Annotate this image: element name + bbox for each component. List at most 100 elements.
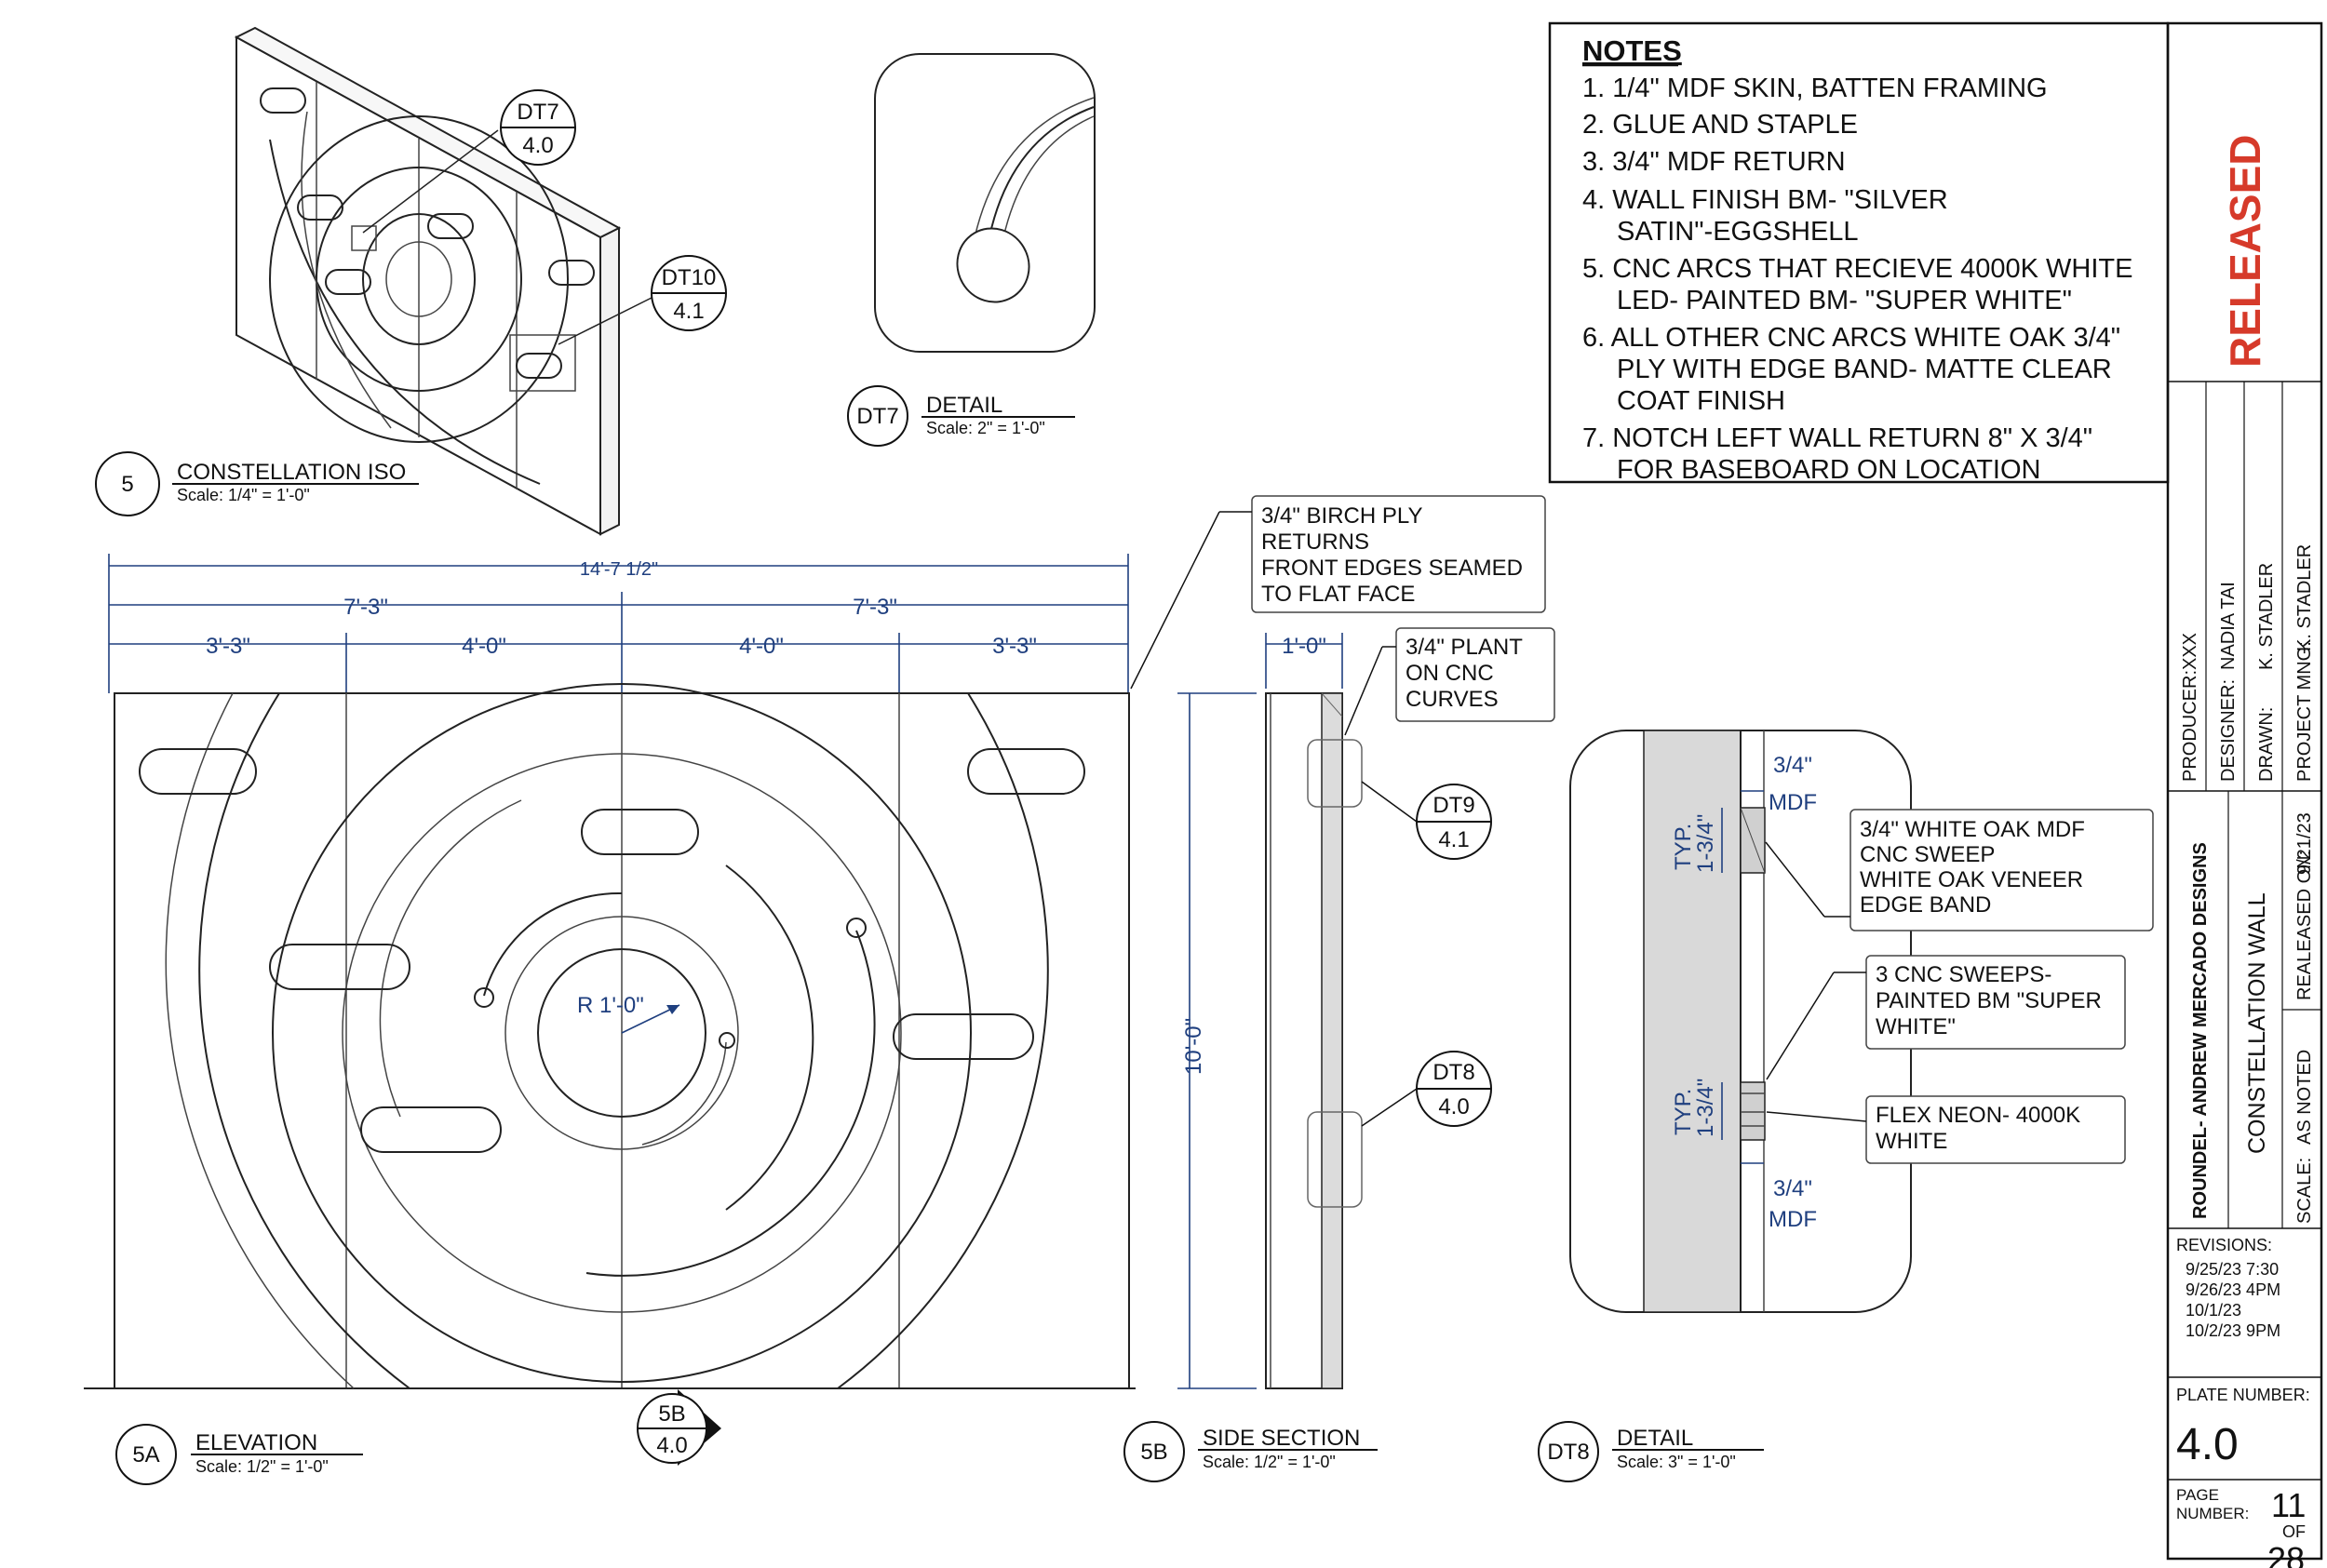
pm-label: PROJECT MNG: [2294, 641, 2315, 782]
plate-label: PLATE NUMBER: [2176, 1386, 2310, 1404]
mdf-bottom-dim: 3/4" [1773, 1176, 1812, 1201]
callout-dt7-top: DT7 [517, 100, 558, 125]
cnc-sweeps-note-line: 3 CNC SWEEPS- [1876, 962, 2051, 987]
iso-title: 5 CONSTELLATION ISO Scale: 1/4" = 1'-0" [95, 451, 419, 516]
callout-dt10-bottom: 4.1 [673, 299, 704, 324]
white-oak-note-line: EDGE BAND [1860, 892, 1991, 918]
birch-ply-note-line: FRONT EDGES SEAMED [1261, 556, 1523, 581]
released-value: 9/21/23 [2294, 812, 2315, 875]
dt8-detail-title: DT8 DETAIL Scale: 3" = 1'-0" [1538, 1421, 1764, 1482]
note-line: 7. NOTCH LEFT WALL RETURN 8" X 3/4" [1582, 423, 2092, 453]
dim-segment: 4'-0" [462, 634, 506, 659]
dim-segment: 3'-3" [206, 634, 250, 659]
note-line: COAT FINISH [1617, 386, 1785, 416]
typ-bottom-dim: 1-3/4" [1693, 1079, 1718, 1137]
project-name: CONSTELLATION WALL [2244, 892, 2270, 1154]
callout-dt7-bottom: 4.0 [522, 133, 553, 158]
producer-label: PRODUCER: [2180, 670, 2200, 782]
note-line: 1. 1/4" MDF SKIN, BATTEN FRAMING [1582, 74, 2048, 103]
dt7-detail-title: DT7 DETAIL Scale: 2" = 1'-0" [847, 385, 1075, 447]
elevation-dimensions: 14'-7 1/2" 7'-3" 7'-3" 3'-3" 4'-0" 4'-0"… [108, 554, 1129, 693]
designer-label: DESIGNER: [2218, 679, 2239, 782]
note-line: 6. ALL OTHER CNC ARCS WHITE OAK 3/4" [1582, 323, 2120, 353]
note-line: PLY WITH EDGE BAND- MATTE CLEAR [1617, 355, 2112, 384]
note-line: SATIN"-EGGSHELL [1617, 217, 1859, 247]
plant-note: 3/4" PLANT ON CNC CURVES [1344, 627, 1555, 736]
cnc-sweeps-note-line: PAINTED BM "SUPER [1876, 988, 2102, 1013]
plant-note-line: 3/4" PLANT [1406, 635, 1523, 660]
white-oak-note-line: 3/4" WHITE OAK MDF [1860, 817, 2085, 842]
section-marker-5b[interactable]: 5B 4.0 [637, 1389, 721, 1466]
dt7-detail-ref: DT7 [856, 404, 898, 429]
birch-ply-note-line: 3/4" BIRCH PLY [1261, 503, 1422, 529]
page-label: PAGE [2176, 1486, 2219, 1504]
side-section-title: 5B SIDE SECTION Scale: 1/2" = 1'-0" [1123, 1421, 1378, 1482]
radius-label: R 1'-0" [577, 993, 644, 1018]
dt7-detail-scale: Scale: 2" = 1'-0" [926, 419, 1045, 437]
note-line: 4. WALL FINISH BM- "SILVER [1582, 185, 1948, 215]
dim-segment: 3'-3" [992, 634, 1037, 659]
revisions-label: REVISIONS: [2176, 1236, 2272, 1254]
iso-title-text: CONSTELLATION ISO [177, 460, 406, 485]
designer-value: NADIA TAI [2218, 582, 2239, 670]
mdf-bottom-material: MDF [1769, 1207, 1817, 1232]
note-line: 2. GLUE AND STAPLE [1582, 110, 1858, 140]
callout-dt8[interactable]: DT8 4.0 [1361, 1051, 1492, 1127]
plate-number: 4.0 [2176, 1420, 2239, 1469]
birch-ply-note-line: RETURNS [1261, 529, 1369, 555]
elevation-title: 5A ELEVATION Scale: 1/2" = 1'-0" [115, 1424, 363, 1485]
dt8-detail-view [1569, 730, 1912, 1313]
plant-note-line: CURVES [1406, 687, 1499, 712]
revision-entry: 10/2/23 9PM [2186, 1321, 2280, 1340]
white-oak-note-line: CNC SWEEP [1860, 842, 1995, 867]
cnc-sweeps-note-line: WHITE" [1876, 1014, 1956, 1039]
notes-panel: NOTES 1. 1/4" MDF SKIN, BATTEN FRAMING 2… [1548, 21, 2170, 485]
dt8-detail-title-text: DETAIL [1617, 1426, 1693, 1451]
typ-top-dim: 1-3/4" [1693, 814, 1718, 873]
white-oak-note-line: WHITE OAK VENEER [1860, 867, 2083, 892]
note-line: LED- PAINTED BM- "SUPER WHITE" [1617, 286, 2072, 315]
dim-segment: 4'-0" [739, 634, 784, 659]
page-of-label: OF [2282, 1522, 2306, 1541]
iso-scale: Scale: 1/4" = 1'-0" [177, 486, 310, 504]
section-marker-top: 5B [658, 1401, 685, 1427]
revision-entry: 9/25/23 7:30 [2186, 1260, 2279, 1279]
mdf-top-dim: 3/4" [1773, 753, 1812, 778]
callout-dt7[interactable]: DT7 4.0 [500, 89, 576, 166]
flex-neon-note: FLEX NEON- 4000K WHITE [1766, 1095, 2126, 1164]
drawn-value: K. STADLER [2256, 563, 2277, 670]
dt7-detail-view [874, 53, 1096, 353]
plant-note-line: ON CNC [1406, 661, 1494, 686]
birch-ply-note-line: TO FLAT FACE [1261, 582, 1415, 607]
side-section-view: 10'-0" 1'-0" [1177, 633, 1363, 1389]
callout-dt8-top: DT8 [1433, 1060, 1474, 1085]
note-line: 3. 3/4" MDF RETURN [1582, 147, 1846, 177]
drawn-label: DRAWN: [2256, 707, 2277, 782]
released-label: REALEASED ON: [2294, 851, 2315, 1000]
callout-dt10-top: DT10 [662, 265, 717, 290]
dt8-detail-scale: Scale: 3" = 1'-0" [1617, 1453, 1736, 1471]
iso-ref: 5 [121, 472, 133, 497]
side-section-scale: Scale: 1/2" = 1'-0" [1203, 1453, 1336, 1471]
cnc-sweeps-note: 3 CNC SWEEPS- PAINTED BM "SUPER WHITE" [1766, 955, 2126, 1080]
side-section-title-text: SIDE SECTION [1203, 1426, 1360, 1451]
note-line: FOR BASEBOARD ON LOCATION [1617, 455, 2040, 485]
callout-dt9-top: DT9 [1433, 793, 1474, 818]
mdf-top-material: MDF [1769, 790, 1817, 815]
callout-dt9[interactable]: DT9 4.1 [1361, 781, 1492, 860]
scale-label: SCALE: [2294, 1158, 2315, 1224]
birch-ply-note: 3/4" BIRCH PLY RETURNS FRONT EDGES SEAME… [1130, 495, 1546, 690]
callout-dt10[interactable]: DT10 4.1 [651, 255, 727, 331]
typ-top-label: TYP. [1671, 824, 1696, 870]
section-height: 10'-0" [1181, 1018, 1206, 1075]
status-stamp: RELEASED [2221, 135, 2269, 368]
dim-half-left: 7'-3" [343, 595, 388, 620]
page-number: 11 [2271, 1486, 2306, 1524]
section-depth: 1'-0" [1282, 634, 1326, 659]
callout-dt9-bottom: 4.1 [1438, 827, 1469, 852]
notes-heading: NOTES [1582, 34, 1682, 67]
dim-half-right: 7'-3" [853, 595, 897, 620]
callout-dt8-bottom: 4.0 [1438, 1094, 1469, 1119]
company-name: ROUNDEL- ANDREW MERCADO DESIGNS [2190, 842, 2211, 1219]
